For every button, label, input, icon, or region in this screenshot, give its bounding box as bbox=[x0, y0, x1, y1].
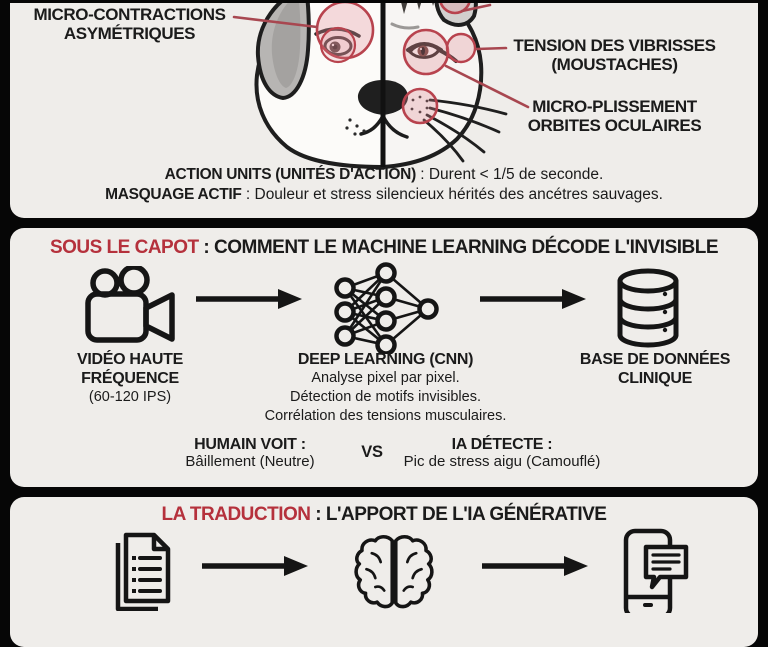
line-micro-plissement bbox=[444, 64, 530, 109]
dog-cat-face-illustration bbox=[232, 0, 530, 170]
arrow-icon bbox=[480, 289, 586, 309]
brain-icon bbox=[354, 535, 434, 609]
highlight-circles bbox=[315, 0, 477, 125]
line-tension-vibrisses bbox=[475, 46, 508, 51]
line-micro-contractions bbox=[232, 15, 319, 29]
document-icon bbox=[115, 532, 171, 611]
translation-card: LA TRADUCTION : L'APPORT DE L'IA GÉNÉRAT… bbox=[10, 497, 758, 647]
annotation-lines bbox=[232, 3, 530, 109]
anatomy-card: MICRO-CONTRACTIONS ASYMÉTRIQUES BASE DE … bbox=[10, 0, 758, 218]
annotation-micro-plissement: MICRO-PLISSEMENT ORBITES OCULAIRES bbox=[527, 97, 702, 135]
database-icon bbox=[617, 268, 679, 348]
step-database-label: BASE DE DONNÉES CLINIQUE bbox=[579, 351, 731, 387]
highlight-cat-eye bbox=[402, 28, 450, 76]
highlight-dog-eye-inner bbox=[319, 26, 357, 64]
translation-section-title: LA TRADUCTION : L'APPORT DE L'IA GÉNÉRAT… bbox=[161, 504, 607, 525]
annotation-tension-vibrisses: TENSION DES VIBRISSES (MOUSTACHES) bbox=[513, 36, 716, 74]
annotation-micro-contractions: MICRO-CONTRACTIONS ASYMÉTRIQUES bbox=[33, 5, 226, 43]
ml-section-title: SOUS LE CAPOT : COMMENT LE MACHINE LEARN… bbox=[49, 237, 719, 258]
line-base-oreille bbox=[460, 3, 492, 13]
step-deep-learning-label: DEEP LEARNING (CNN) Analyse pixel par pi… bbox=[264, 351, 507, 424]
comparison-human: HUMAIN VOIT : Bâillement (Neutre) bbox=[185, 436, 315, 470]
smartphone-chat-icon bbox=[623, 528, 689, 613]
crop-border bbox=[0, 0, 768, 3]
arrow-icon bbox=[202, 556, 308, 576]
video-camera-icon bbox=[85, 266, 175, 343]
step-video-label: VIDÉO HAUTE FRÉQUENCE (60-120 IPS) bbox=[76, 351, 184, 405]
arrow-icon bbox=[196, 289, 302, 309]
arrow-icon bbox=[482, 556, 588, 576]
footnote-masquage-actif: MASQUAGE ACTIF : Douleur et stress silen… bbox=[105, 186, 663, 203]
highlight-cat-cheek bbox=[445, 32, 477, 64]
neural-network-icon bbox=[334, 262, 439, 354]
comparison-vs: VS bbox=[361, 443, 383, 461]
comparison-ia: IA DÉTECTE : Pic de stress aigu (Camoufl… bbox=[403, 436, 601, 470]
highlight-whisker-pad bbox=[401, 87, 439, 125]
machine-learning-card: SOUS LE CAPOT : COMMENT LE MACHINE LEARN… bbox=[10, 228, 758, 487]
footnote-action-units: ACTION UNITS (UNITÉS D'ACTION) : Durent … bbox=[164, 166, 604, 183]
